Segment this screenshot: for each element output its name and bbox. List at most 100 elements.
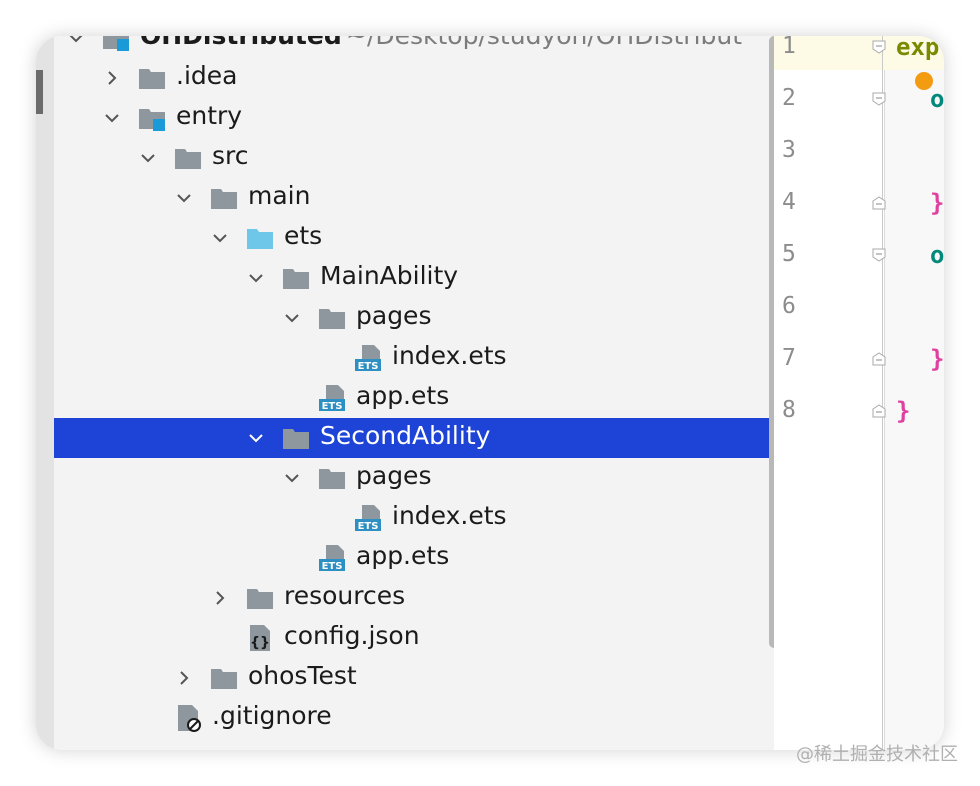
- svg-text:ETS: ETS: [358, 361, 379, 372]
- tree-row[interactable]: ets: [54, 218, 774, 258]
- svg-text:ETS: ETS: [322, 401, 343, 412]
- chevron-down-icon[interactable]: [176, 190, 192, 206]
- tree-item-label: pages: [356, 301, 432, 330]
- tree-item-label: MainAbility: [320, 261, 459, 290]
- lightbulb-icon[interactable]: [915, 72, 933, 90]
- module-folder-icon: [103, 36, 129, 51]
- project-tree: OHDistributed ~/Desktop/studyon/OHDistri…: [54, 36, 774, 750]
- tree-item-label: app.ets: [356, 381, 450, 410]
- tree-row[interactable]: ETS app.ets: [54, 538, 774, 578]
- svg-text:{}: {}: [250, 635, 270, 651]
- tree-item-label: entry: [176, 101, 243, 130]
- tree-row[interactable]: {} config.json: [54, 618, 774, 658]
- fold-end-icon[interactable]: [872, 352, 886, 366]
- module-folder-icon: [139, 109, 165, 131]
- fold-guide-line: [882, 36, 883, 750]
- tree-row[interactable]: pages: [54, 298, 774, 338]
- chevron-down-icon[interactable]: [212, 230, 228, 246]
- chevron-down-icon[interactable]: [284, 310, 300, 326]
- tree-item-label: ohosTest: [248, 661, 357, 690]
- folder-icon: [211, 189, 237, 209]
- ets-file-icon: ETS: [319, 545, 345, 572]
- ets-file-icon: ETS: [319, 385, 345, 412]
- fold-end-icon[interactable]: [872, 196, 886, 210]
- tree-row[interactable]: ETS app.ets: [54, 378, 774, 418]
- project-path: ~/Desktop/studyon/OHDistribut: [346, 36, 742, 50]
- chevron-down-icon[interactable]: [104, 110, 120, 126]
- tree-item-label: main: [248, 181, 311, 210]
- tree-scrollbar[interactable]: [766, 36, 774, 750]
- tool-window-strip: [36, 36, 54, 750]
- code-fragment: }: [930, 189, 944, 217]
- project-name: OHDistributed: [140, 36, 342, 50]
- chevron-right-icon[interactable]: [212, 590, 228, 606]
- chevron-right-icon[interactable]: [176, 670, 192, 686]
- ets-file-icon: ETS: [355, 345, 381, 372]
- tree-row[interactable]: src: [54, 138, 774, 178]
- source-folder-icon: [247, 229, 273, 249]
- code-fragment: }: [896, 397, 911, 425]
- gitignore-file-icon: [178, 705, 201, 732]
- tree-item-label: .gitignore: [212, 701, 332, 730]
- tree-row[interactable]: main: [54, 178, 774, 218]
- folder-icon: [283, 429, 309, 449]
- tree-row[interactable]: .gitignore: [54, 698, 774, 738]
- tree-row[interactable]: ohosTest: [54, 658, 774, 698]
- tree-item-label: app.ets: [356, 541, 450, 570]
- tree-row[interactable]: .idea: [54, 58, 774, 98]
- ide-window: OHDistributed ~/Desktop/studyon/OHDistri…: [36, 36, 944, 750]
- tree-item-label: index.ets: [392, 501, 507, 530]
- folder-icon: [283, 269, 309, 289]
- folder-icon: [319, 469, 345, 489]
- tree-item-label: config.json: [284, 621, 420, 650]
- chevron-down-icon[interactable]: [248, 270, 264, 286]
- tree-root-row[interactable]: OHDistributed ~/Desktop/studyon/OHDistri…: [54, 36, 774, 58]
- code-fragment: exp: [896, 36, 940, 61]
- tree-item-label: ets: [284, 221, 323, 250]
- line-number: 7: [782, 345, 796, 371]
- line-number: 2: [782, 85, 796, 111]
- code-fragment: o: [930, 85, 944, 113]
- line-number: 5: [782, 241, 796, 267]
- tool-window-marker[interactable]: [36, 70, 43, 114]
- tree-item-label: pages: [356, 461, 432, 490]
- svg-text:ETS: ETS: [322, 561, 343, 572]
- json-file-icon: {}: [250, 625, 270, 651]
- fold-start-icon[interactable]: [872, 40, 886, 54]
- tree-row-cutoff[interactable]: [54, 744, 774, 750]
- current-line-highlight: [774, 36, 944, 70]
- folder-icon: [175, 149, 201, 169]
- chevron-right-icon[interactable]: [104, 70, 120, 86]
- editor-gutter: [774, 36, 885, 750]
- tree-item-label: .idea: [176, 61, 238, 90]
- tree-row[interactable]: MainAbility: [54, 258, 774, 298]
- line-number: 1: [782, 36, 796, 59]
- tree-row[interactable]: entry: [54, 98, 774, 138]
- line-number: 8: [782, 397, 796, 423]
- tree-row[interactable]: pages: [54, 458, 774, 498]
- folder-icon: [247, 589, 273, 609]
- tree-row[interactable]: SecondAbility: [54, 418, 774, 458]
- tree-item-label: resources: [284, 581, 406, 610]
- chevron-down-icon[interactable]: [68, 36, 84, 46]
- line-number: 4: [782, 189, 796, 215]
- fold-end-icon[interactable]: [872, 404, 886, 418]
- code-fragment: }: [930, 345, 944, 373]
- tree-row[interactable]: resources: [54, 578, 774, 618]
- tree-item-label: src: [212, 141, 249, 170]
- tree-item-label: SecondAbility: [320, 421, 491, 450]
- folder-icon: [319, 309, 345, 329]
- line-number: 3: [782, 137, 796, 163]
- watermark: @稀土掘金技术社区: [796, 744, 958, 765]
- chevron-down-icon[interactable]: [284, 470, 300, 486]
- chevron-down-icon[interactable]: [248, 430, 264, 446]
- fold-start-icon[interactable]: [872, 248, 886, 262]
- folder-icon: [139, 69, 165, 89]
- line-number: 6: [782, 293, 796, 319]
- scrollbar-thumb[interactable]: [769, 36, 774, 648]
- fold-start-icon[interactable]: [872, 92, 886, 106]
- chevron-down-icon[interactable]: [140, 150, 156, 166]
